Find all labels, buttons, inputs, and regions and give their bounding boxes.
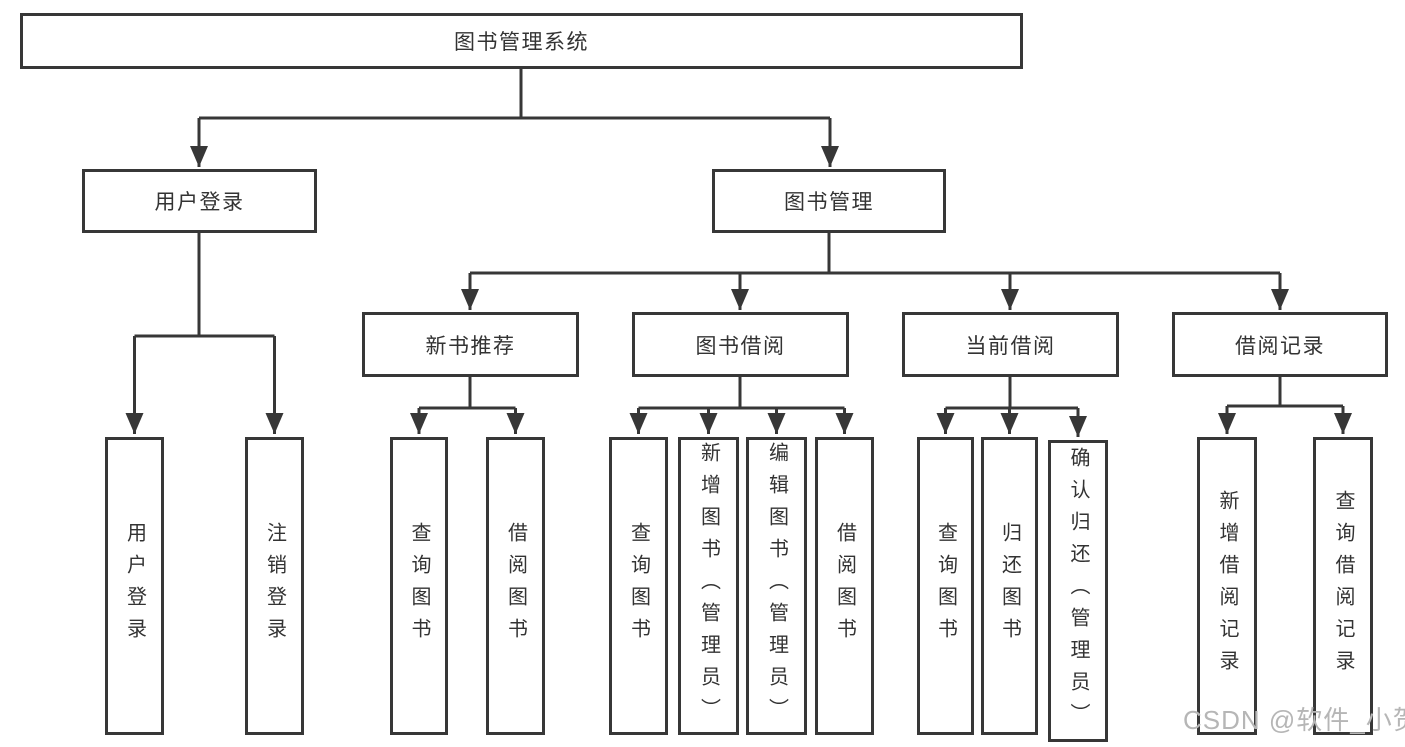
node-system-root: 图书管理系统 [20,13,1023,69]
watermark-csdn: CSDN @软件_小贺同学 [1183,705,1405,735]
node-leaf-user-login: 用户登录 [105,437,164,735]
node-borrow-add-books-admin: 新增图书（管理员） [678,437,739,735]
node-book-borrow: 图书借阅 [632,312,849,377]
node-current-confirm-return-admin: 确认归还（管理员） [1048,440,1108,742]
node-book-management: 图书管理 [712,169,946,233]
node-borrow-edit-books-admin: 编辑图书（管理员） [746,437,807,735]
node-borrow-records: 借阅记录 [1172,312,1388,377]
node-records-query-record: 查询借阅记录 [1313,437,1373,735]
node-records-add-record: 新增借阅记录 [1197,437,1257,735]
node-borrow-borrow-books: 借阅图书 [815,437,874,735]
node-current-return-books: 归还图书 [981,437,1038,735]
node-newrec-query-books: 查询图书 [390,437,448,735]
node-borrow-query-books: 查询图书 [609,437,668,735]
node-leaf-logout: 注销登录 [245,437,304,735]
node-current-query-books: 查询图书 [917,437,974,735]
node-current-borrow: 当前借阅 [902,312,1119,377]
node-user-login-branch: 用户登录 [82,169,317,233]
node-newrec-borrow-books: 借阅图书 [486,437,545,735]
node-new-book-recommend: 新书推荐 [362,312,579,377]
